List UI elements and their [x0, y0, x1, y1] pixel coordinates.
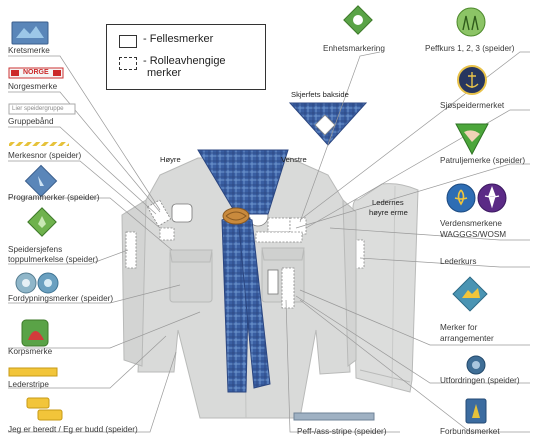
patrol-badge-placeholder	[267, 217, 291, 233]
scarf-back-badge-placeholder	[314, 114, 336, 136]
label-be-prepared: Jeg er beredt / Eg er budd (speider)	[8, 425, 138, 434]
wagggs-badge	[446, 183, 476, 213]
label-patrol-badge: Patruljemerke (speider)	[440, 156, 526, 165]
label-corps-badge: Korpsmerke	[8, 347, 53, 356]
legend-role-label: - Rolleavhengige merker	[143, 55, 226, 79]
left-side-label: Venstre	[281, 155, 307, 164]
label-norway-badge: Norgesmerke	[8, 82, 58, 91]
badge-cord	[9, 142, 69, 146]
be-prepared-badge-2	[37, 409, 63, 421]
federation-badge-emblem	[472, 404, 480, 418]
label-unit-marking: Enhetsmarkering	[323, 44, 385, 53]
legend-role-label-line2: merker	[147, 67, 182, 79]
legend-common: - Fellesmerker	[119, 33, 213, 48]
label-leader-course: Lederkurs	[440, 257, 477, 266]
label-program-badges: Programmerker (speider)	[8, 193, 100, 202]
sleeve-fold	[391, 185, 396, 389]
label-federation-badge: Forbundsmerket	[440, 427, 500, 436]
label-peff-stripe: Peff-/ass-stripe (speider)	[297, 427, 387, 436]
right-side-label: Høyre	[160, 155, 181, 164]
connector-lines	[8, 51, 530, 433]
sleeve-cuff	[359, 369, 411, 383]
legend-role: - Rolleavhengige merker	[119, 55, 226, 79]
label-group-ribbon: Gruppebånd	[8, 117, 54, 126]
scarf-collar	[197, 149, 289, 215]
wosm-fleur	[484, 186, 500, 209]
label-world-badges-line2: WAGGGS/WOSM	[440, 230, 507, 239]
scarf-back-label: Skjerfets bakside	[291, 90, 349, 99]
norway-badge-flag-right	[53, 70, 61, 76]
sleeve-badge-placeholder-left	[125, 231, 137, 269]
group-ribbon-text: Lier speidergruppe	[12, 105, 64, 112]
common-badge-right-chest	[171, 203, 193, 223]
woggle-knot	[225, 211, 247, 221]
specialization-badge-2-center	[44, 279, 52, 287]
label-event-badges-line1: Merker for	[440, 323, 478, 332]
unit-marking-gear	[353, 15, 363, 25]
label-leader-stripe: Lederstripe	[8, 380, 49, 389]
label-district-badge: Kretsmerke	[8, 46, 50, 55]
norway-badge	[8, 67, 64, 79]
district-badge-mountain	[16, 26, 44, 38]
left-pocket-flap	[169, 249, 213, 263]
program-badge-icon	[38, 176, 44, 186]
right-pocket-flap	[261, 247, 305, 261]
group-ribbon	[8, 103, 76, 115]
label-event-badges-line2: arrangementer	[440, 334, 494, 343]
chief-award-badge-leaf	[38, 216, 46, 228]
pocket-badge-placeholder	[267, 269, 279, 295]
norway-badge-flag-left	[11, 70, 19, 76]
leader-sleeve-label-1: Ledernes	[372, 198, 404, 207]
norway-badge-text: NORGE	[23, 69, 49, 76]
peff-stripe	[293, 412, 375, 421]
shoulder-badge-placeholder	[146, 199, 172, 227]
wagggs-trefoil	[454, 189, 468, 206]
woggle	[222, 207, 250, 225]
leader-stripe	[8, 367, 58, 377]
label-specialization-badges: Fordypningsmerker (speider)	[8, 294, 114, 303]
event-badge-landscape	[462, 288, 480, 298]
shirt-right-sleeve	[342, 198, 357, 367]
legend: - Fellesmerker - Rolleavhengige merker	[106, 24, 266, 90]
be-prepared-badge-1	[26, 397, 50, 409]
leader-sleeve-label-2: høyre erme	[369, 208, 408, 217]
label-sea-scout-badge: Sjøspeidermerket	[440, 101, 505, 110]
label-badge-cord: Merkesnor (speider)	[8, 151, 82, 160]
pocket-badge-placeholder-2	[281, 267, 295, 309]
leader-course-badge-sleeve	[353, 239, 365, 269]
sea-scout-anchor	[465, 72, 479, 88]
challenge-badge-center	[472, 361, 480, 369]
label-chief-award-line2: toppulmerkelse (speider)	[8, 255, 99, 264]
specialization-badge-1-center	[22, 279, 30, 287]
label-patrol-leader-course: Peffkurs 1, 2, 3 (speider)	[425, 44, 515, 53]
leader-stripe-placeholder	[159, 227, 175, 241]
label-world-badges-line1: Verdensmerkene	[440, 219, 502, 228]
label-chief-award-line1: Speidersjefens	[8, 245, 63, 254]
patrol-leader-course-badge	[456, 7, 486, 37]
legend-common-label: - Fellesmerker	[143, 33, 214, 45]
patrol-badge-bird	[464, 130, 480, 142]
label-challenge-badge: Utfordringen (speider)	[440, 376, 520, 385]
legend-common-swatch	[119, 35, 137, 48]
peff-stripe-placeholder	[255, 231, 303, 243]
corps-badge-emblem	[28, 331, 44, 340]
patrol-leader-course-figures	[462, 15, 479, 31]
district-badge	[11, 21, 49, 45]
legend-role-swatch	[119, 57, 137, 70]
legend-role-label-line1: - Rolleavhengige	[143, 55, 226, 67]
